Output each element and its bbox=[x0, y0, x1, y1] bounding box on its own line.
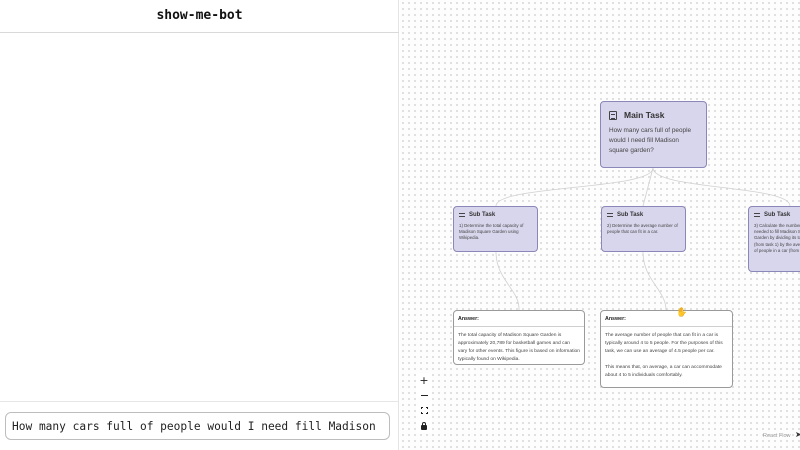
react-flow-attribution[interactable]: React Flow bbox=[763, 433, 791, 439]
clipboard-icon bbox=[609, 110, 617, 120]
sub-task-header: Sub Task bbox=[754, 212, 800, 218]
zoom-out-button[interactable] bbox=[416, 388, 432, 403]
sub-task-node[interactable]: Sub Task 1) Determine the total capacity… bbox=[453, 206, 538, 252]
answer-text-continued: This means that, on average, a car can a… bbox=[605, 365, 722, 378]
minus-icon bbox=[420, 395, 428, 396]
lock-icon bbox=[421, 421, 427, 430]
edge-main-sub2 bbox=[642, 167, 654, 207]
sub-task-title: Sub Task bbox=[617, 212, 644, 218]
chat-panel: show-me-bot bbox=[0, 0, 399, 450]
list-icon bbox=[754, 213, 760, 217]
flow-canvas[interactable]: Main Task How many cars full of people w… bbox=[400, 0, 800, 450]
arrow-cursor-icon: ➤ bbox=[795, 430, 800, 439]
sub-task-header: Sub Task bbox=[607, 212, 680, 218]
list-icon bbox=[607, 213, 613, 217]
hand-cursor-icon: ✋ bbox=[676, 307, 688, 317]
main-task-text: How many cars full of people would I nee… bbox=[609, 127, 692, 154]
sub-task-title: Sub Task bbox=[764, 212, 791, 218]
answer-divider bbox=[454, 326, 584, 327]
fit-view-icon bbox=[420, 407, 428, 414]
sub-task-title: Sub Task bbox=[469, 212, 496, 218]
zoom-controls: + bbox=[416, 373, 432, 433]
edge-main-sub3 bbox=[652, 167, 791, 207]
composer-divider bbox=[0, 401, 399, 402]
main-task-node[interactable]: Main Task How many cars full of people w… bbox=[600, 101, 707, 168]
sub-task-text: 2) Determine the average number of peopl… bbox=[607, 223, 678, 235]
edge-main-sub1 bbox=[495, 167, 654, 207]
prompt-input[interactable] bbox=[5, 412, 390, 440]
chat-history bbox=[0, 34, 399, 400]
main-task-title: Main Task bbox=[624, 110, 665, 120]
answer-divider bbox=[601, 326, 732, 327]
answer-node[interactable]: Answer: The total capacity of Madison Sq… bbox=[453, 310, 585, 365]
answer-text: The average number of people that can fi… bbox=[605, 333, 723, 354]
edges bbox=[495, 167, 791, 311]
plus-icon: + bbox=[419, 374, 429, 387]
sub-task-node[interactable]: Sub Task 2) Determine the average number… bbox=[601, 206, 686, 252]
zoom-in-button[interactable]: + bbox=[416, 373, 432, 388]
answer-text: The total capacity of Madison Square Gar… bbox=[458, 333, 580, 362]
sub-task-text: 1) Determine the total capacity of Madis… bbox=[459, 223, 524, 241]
edge-sub2-answer2 bbox=[642, 251, 667, 311]
list-icon bbox=[459, 213, 465, 217]
answer-title: Answer: bbox=[458, 316, 479, 322]
sub-task-node[interactable]: Sub Task 3) Calculate the number of cars… bbox=[748, 206, 800, 272]
lock-button[interactable] bbox=[416, 418, 432, 433]
answer-node[interactable]: Answer: The average number of people tha… bbox=[600, 310, 733, 388]
answer-title: Answer: bbox=[605, 316, 626, 322]
main-task-header: Main Task bbox=[609, 110, 698, 120]
sub-task-header: Sub Task bbox=[459, 212, 532, 218]
edge-sub1-answer1 bbox=[495, 251, 520, 311]
sub-task-text: 3) Calculate the number of cars needed t… bbox=[754, 223, 800, 253]
answer-spacer bbox=[605, 356, 728, 364]
fit-view-button[interactable] bbox=[416, 403, 432, 418]
app-title: show-me-bot bbox=[0, 0, 399, 33]
